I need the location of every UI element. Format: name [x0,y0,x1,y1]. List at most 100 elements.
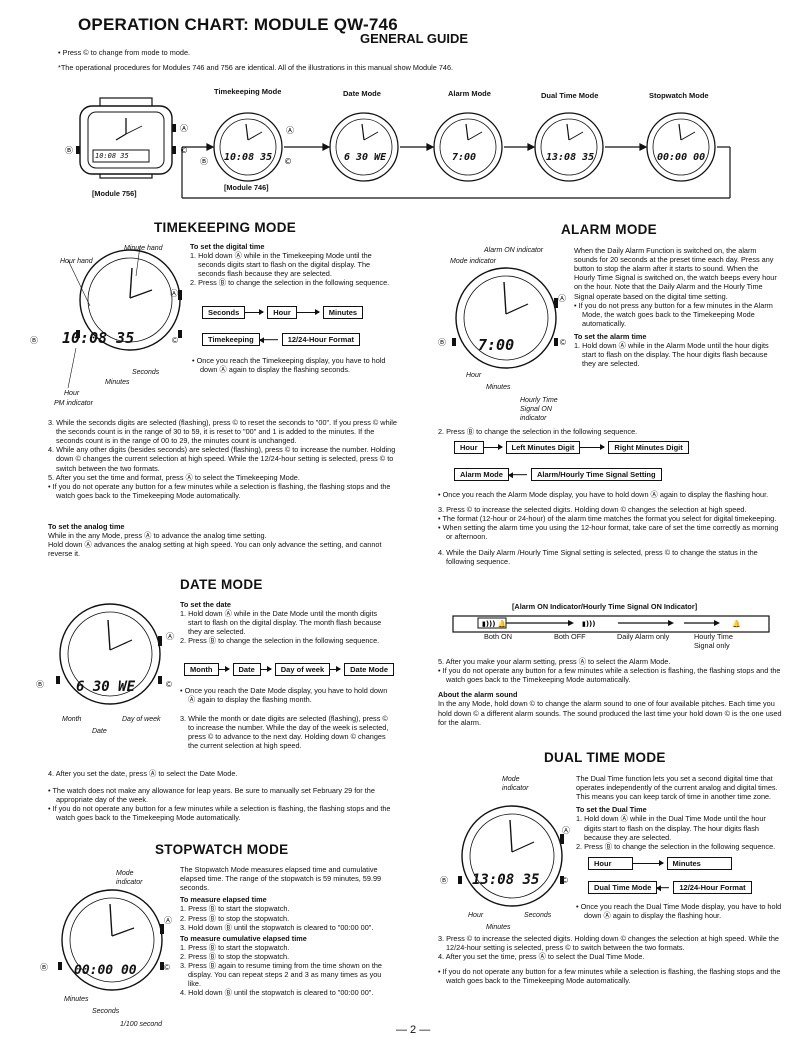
alarm-watch-illustration [452,267,558,369]
stopwatch-display: 00:00 00 [74,963,137,978]
svg-text:▮))): ▮))) [582,620,595,628]
alarm-status-diagram: ▮))) 🔔 ▮))) 🔔 [452,615,770,633]
seq-dual-mode: Dual Time Mode [588,881,658,895]
dual-note-2: • If you do not operate any button for a… [438,967,781,986]
label-dual-seconds: Seconds [524,912,552,919]
seq-dual-hour: Hour [588,857,633,871]
timekeeping-heading: TIMEKEEPING MODE [154,220,297,235]
cumulative-step-2: 2. Press Ⓑ to stop the stopwatch. [180,951,290,961]
seq-12-24-format: 12/24-Hour Format [281,333,360,347]
strip-display-alarm: 7:00 [452,152,477,163]
dual-note-1: • Once you reach the Dual Time Mode disp… [576,902,782,921]
dual-step-2: 2. Press Ⓑ to change the selection in th… [576,841,776,851]
label-hour-hand: Hour hand [60,258,93,265]
alarm-sequence-row-2: Alarm Mode Alarm/Hourly Time Signal Sett… [454,468,662,482]
cumulative-step-3: 3. Press Ⓑ again to resume timing from t… [180,961,382,989]
label-hour: Hour [64,390,80,397]
label-alarm-hour: Hour [466,372,482,379]
label-alarm-minutes: Minutes [486,384,511,391]
alarm-note-0: • If you do not press any button for a f… [574,300,773,328]
mode-label-date: Date Mode [343,89,381,98]
seq-date: Date [232,663,261,677]
label-month: Month [62,716,82,723]
date-watch-illustration [56,603,162,705]
strip-watch-stopwatch [646,112,716,182]
label-alarm-mode-indicator: Mode indicator [450,258,496,265]
seq-hour: Hour [267,306,297,320]
label-date: Date [92,728,107,735]
svg-text:©: © [284,157,292,166]
seq-dual-minutes: Minutes [666,857,732,871]
strip-watch-dual [534,112,604,182]
label-sw-seconds: Seconds [92,1008,120,1015]
alarm-sequence-row-1: Hour Left Minutes Digit Right Minutes Di… [454,441,689,455]
seq-alarm-signal-setting: Alarm/Hourly Time Signal Setting [530,468,662,482]
mode-label-dual: Dual Time Mode [541,91,599,100]
date-step-2: 2. Press Ⓑ to change the selection in th… [180,636,380,646]
dual-intro: The Dual Time function lets you set a se… [576,774,778,802]
date-sequence: Month Date Day of week Date Mode [184,663,395,677]
strip-watch-alarm [433,112,503,182]
strip-display-date: 6 30 WE [344,152,387,163]
svg-text:Ⓑ: Ⓑ [200,157,208,166]
module-746-label: [Module 746] [224,183,269,192]
strip-watch-timekeeping: Ⓐ Ⓑ © [200,112,294,182]
svg-text:©: © [180,146,188,155]
label-seconds: Seconds [132,369,160,376]
seq-day-of-week: Day of week [274,663,331,677]
alarm-note-3: • When setting the alarm time you using … [438,523,779,542]
mode-label-timekeeping: Timekeeping Mode [214,87,282,96]
label-hourly-signal-indicator: Hourly Time Signal ON indicator [520,397,558,422]
dual-step-4: 4. After you set the time, press Ⓐ to se… [438,952,645,962]
date-heading: DATE MODE [180,577,263,592]
stopwatch-heading: STOPWATCH MODE [155,842,289,857]
timekeeping-step-4: 4. While any other digits (besides secon… [48,445,396,473]
dual-step-3: 3. Press © to increase the selected digi… [438,934,779,953]
page-title: OPERATION CHART: MODULE QW-746 [78,15,398,34]
seq-alarm-mode: Alarm Mode [454,468,509,482]
dual-sequence-row-1: Hour Minutes [588,857,732,871]
timekeeping-set-title: To set the digital time [190,242,265,251]
strip-watch-date [329,112,399,182]
date-note-3: • If you do not operate any button for a… [48,804,391,823]
alarm-step-2: 2. Press Ⓑ to change the selection in th… [438,427,638,436]
intro-line-1: • Press © to change from mode to mode. [58,48,191,57]
dual-step-1: 1. Hold down Ⓐ while in the Dual Time Mo… [576,814,766,842]
cumulative-title: To measure cumulative elapsed time [180,933,307,943]
alarm-step-1: 1. Hold down Ⓐ while in the Alarm Mode u… [574,341,769,369]
date-step-3: 3. While the month or date digits are se… [180,714,389,751]
date-note-1: • Once you reach the Date Mode display, … [180,686,388,705]
seq-timekeeping: Timekeeping [202,333,260,347]
label-dual-hour: Hour [468,912,484,919]
timekeeping-note-2: • If you do not operate any button for a… [48,481,391,500]
timekeeping-note-1: • Once you reach the Timekeeping display… [192,356,386,375]
seq-seconds: Seconds [202,306,246,320]
timekeeping-step-1: 1. Hold down Ⓐ while in the Timekeeping … [190,251,372,279]
date-set-title: To set the date [180,600,231,609]
strip-display-stopwatch: 00:00 00 [657,152,706,163]
module-756-label: [Module 756] [92,189,137,198]
label-minute-hand: Minute hand [124,245,163,252]
status-both-off: Both OFF [554,632,586,641]
date-display: 6 30 WE [76,679,136,695]
page-number: — 2 — [396,1024,431,1036]
timekeeping-step-5: 5. After you set the time and format, pr… [48,472,300,482]
date-step-4: 4. After you set the date, press Ⓐ to se… [48,769,238,778]
svg-text:Ⓐ: Ⓐ [180,124,188,133]
label-pm-indicator: PM indicator [54,400,93,407]
analog-line-2: Hold down Ⓐ advances the analog setting … [48,540,382,559]
elapsed-title: To measure elapsed time [180,895,267,905]
strip-display-timekeeping: 10:08 35 [224,152,273,163]
dual-sequence-row-2: Dual Time Mode 12/24-Hour Format [588,881,752,895]
svg-text:🔔: 🔔 [732,619,741,628]
alarm-note-1: • Once you reach the Alarm Mode display,… [438,490,769,499]
timekeeping-sequence-row-1: Seconds Hour Minutes [202,306,364,320]
timekeeping-sequence-row-2: Timekeeping 12/24-Hour Format [202,333,360,347]
elapsed-step-1: 1. Press Ⓑ to start the stopwatch. [180,904,290,914]
cumulative-step-4: 4. Hold down Ⓑ until the stopwatch is cl… [180,988,374,998]
mode-label-stopwatch: Stopwatch Mode [649,91,709,100]
label-alarm-on-indicator: Alarm ON indicator [484,247,544,254]
alarm-step-5: 5. After you make your alarm setting, pr… [438,657,671,666]
mode-strip-diagram: Ⓐ © Ⓑ Ⓐ Ⓑ © [65,97,731,199]
label-minutes: Minutes [105,379,130,386]
